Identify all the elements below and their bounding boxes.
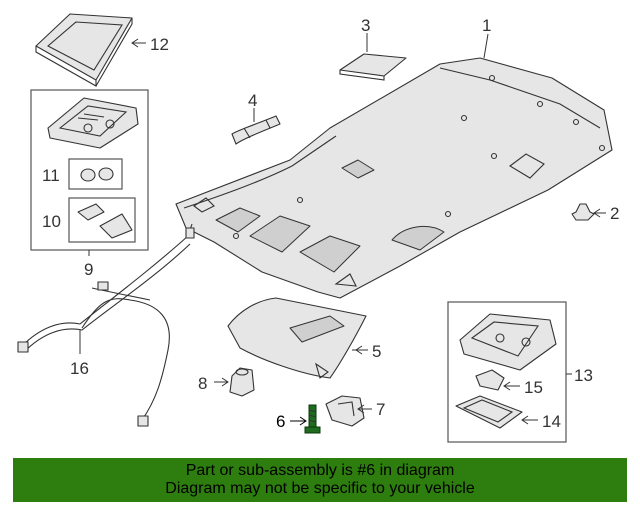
callout-11[interactable]: 11: [42, 166, 60, 185]
info-banner: Part or sub-assembly is #6 in diagram Di…: [13, 458, 627, 502]
part-12-lens: [35, 13, 146, 87]
parts-diagram: 1 2 3 4 5 6 7 8 9 10 11 12 13 14 15 16: [17, 13, 619, 443]
part-1-headliner: [175, 33, 613, 299]
callout-labels: 1 2 3 4 5 6 7 8 9 10 11 12 13 14 15 16: [42, 16, 619, 431]
part-5-sun-visor: [227, 297, 368, 379]
part-13-group: [447, 301, 572, 443]
callout-6[interactable]: 6: [276, 412, 285, 431]
callout-1[interactable]: 1: [482, 16, 491, 35]
part-3-pad: [339, 33, 407, 81]
callout-16[interactable]: 16: [70, 359, 89, 378]
callout-13[interactable]: 13: [574, 366, 593, 385]
part-7-visor-clip: [325, 395, 372, 427]
callout-7[interactable]: 7: [376, 400, 385, 419]
part-16-harness: [17, 223, 195, 427]
banner-line-2: Diagram may not be specific to your vehi…: [165, 480, 475, 497]
callout-8[interactable]: 8: [198, 374, 207, 393]
part-2-clip: [571, 203, 606, 221]
callout-9[interactable]: 9: [84, 260, 93, 279]
part-9-group: [30, 89, 149, 256]
callout-5[interactable]: 5: [372, 342, 381, 361]
callout-12[interactable]: 12: [150, 35, 169, 54]
banner-line-1: Part or sub-assembly is #6 in diagram: [185, 462, 455, 479]
part-8-bracket: [214, 367, 255, 397]
callout-3[interactable]: 3: [361, 16, 370, 35]
callout-2[interactable]: 2: [610, 204, 619, 223]
part-4-grab-handle: [231, 108, 281, 145]
callout-14[interactable]: 14: [542, 412, 561, 431]
callout-4[interactable]: 4: [248, 91, 257, 110]
callout-15[interactable]: 15: [524, 378, 543, 397]
callout-10[interactable]: 10: [42, 212, 61, 231]
part-6-screw[interactable]: [290, 404, 321, 434]
